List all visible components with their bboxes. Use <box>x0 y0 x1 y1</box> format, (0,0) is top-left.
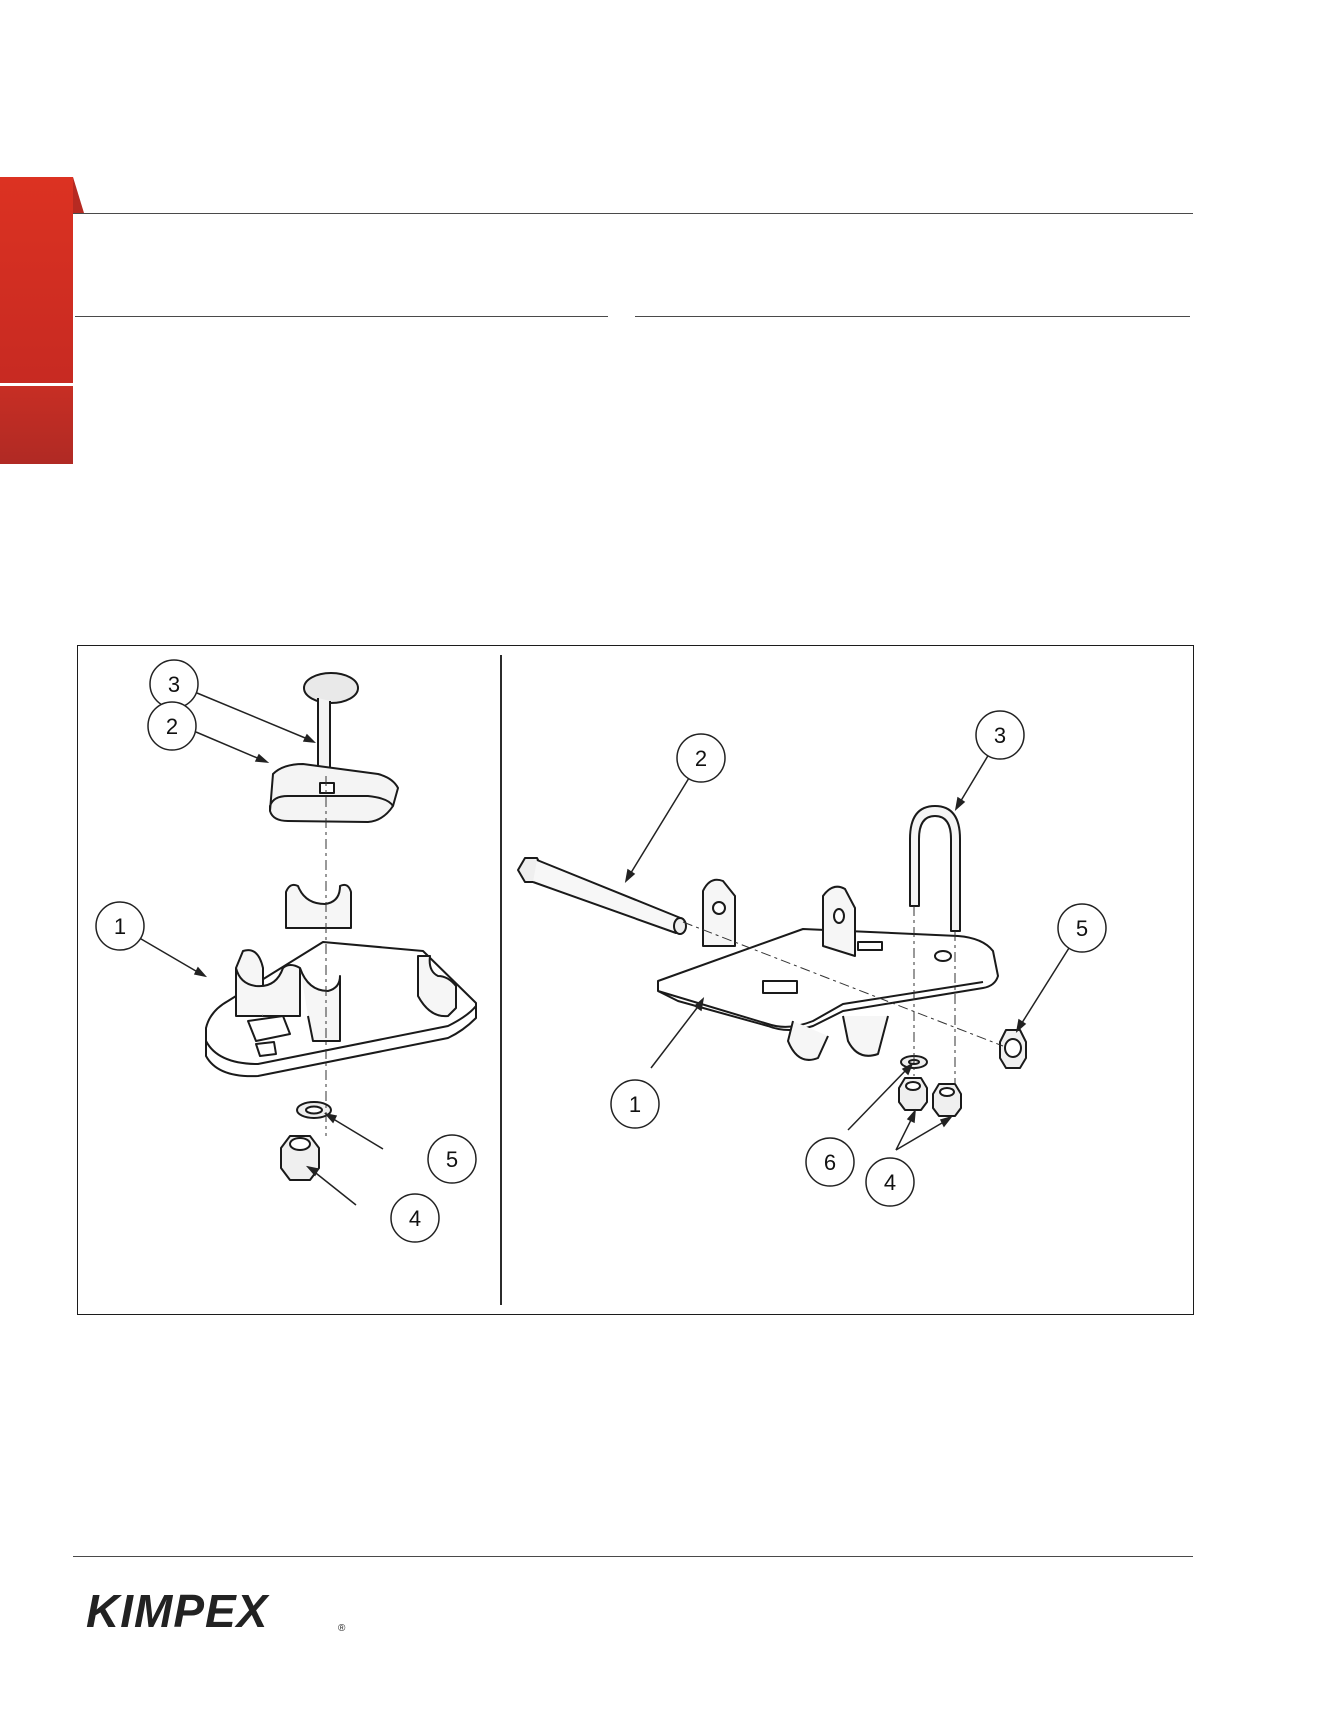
section-tab-fold <box>73 177 84 213</box>
footer-rule <box>73 1556 1193 1557</box>
callout-label: 2 <box>695 746 707 771</box>
callout-4: 4 <box>390 1193 440 1243</box>
callout-1: 1 <box>95 901 145 951</box>
callout-5: 5 <box>427 1134 477 1184</box>
callout-5: 5 <box>1057 903 1107 953</box>
left-exploded-view: 3 2 1 5 4 <box>95 659 477 1243</box>
header-rule <box>73 213 1193 214</box>
registered-mark: ® <box>338 1623 346 1634</box>
callout-label: 2 <box>166 714 178 739</box>
callout-6: 6 <box>805 1137 855 1187</box>
callout-2: 2 <box>147 701 197 751</box>
callout-label: 1 <box>629 1092 641 1117</box>
callout-label: 4 <box>884 1170 896 1195</box>
logo-wordmark: KIMPEX <box>86 1585 270 1635</box>
callout-label: 6 <box>824 1150 836 1175</box>
callout-label: 5 <box>1076 916 1088 941</box>
callout-label: 1 <box>114 914 126 939</box>
right-exploded-view: 2 3 5 1 6 4 <box>517 710 1107 1207</box>
callout-4: 4 <box>865 1157 915 1207</box>
callout-3: 3 <box>975 710 1025 760</box>
kimpex-logo: KIMPEX ® <box>86 1585 346 1635</box>
callout-1: 1 <box>610 1079 660 1129</box>
callout-label: 3 <box>994 723 1006 748</box>
section-tab <box>0 177 73 383</box>
section-tab-lower <box>0 386 73 464</box>
callout-2: 2 <box>676 733 726 783</box>
figure-divider <box>500 655 502 1305</box>
callout-label: 4 <box>409 1206 421 1231</box>
callout-3: 3 <box>149 659 199 709</box>
column-rule-right <box>635 316 1190 317</box>
column-rule-left <box>75 316 608 317</box>
callout-label: 5 <box>446 1147 458 1172</box>
callout-label: 3 <box>168 672 180 697</box>
